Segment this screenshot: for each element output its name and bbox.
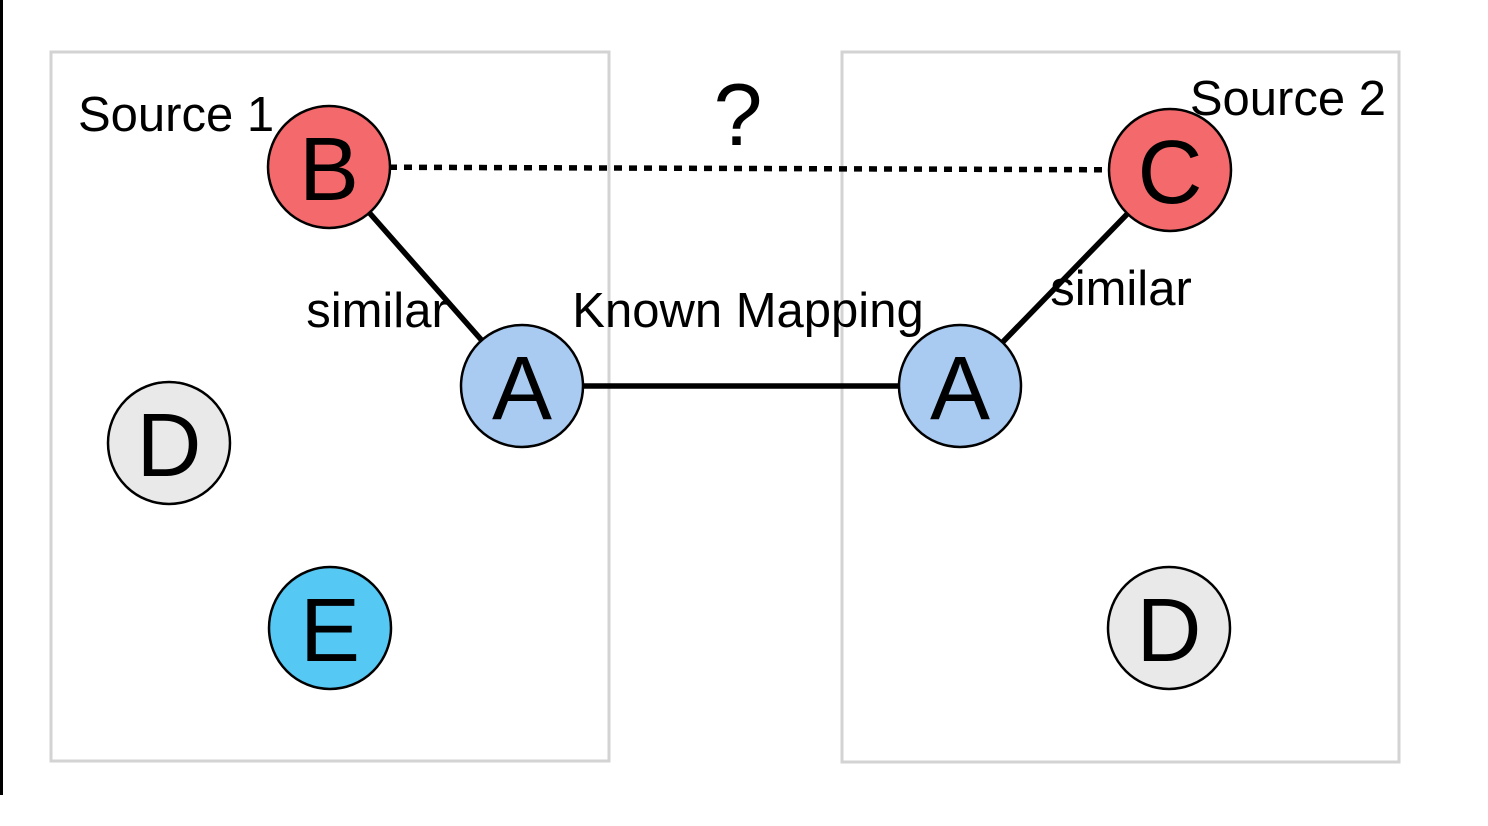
similar-left-label: similar — [306, 284, 448, 338]
node-s1-node-a: A — [459, 323, 585, 449]
node-s1-node-e: E — [267, 565, 393, 691]
node-s2-node-a: A — [897, 323, 1023, 449]
node-circle-s1-node-e — [267, 565, 393, 691]
node-letter-s1-node-e: E — [300, 581, 360, 681]
node-s2-node-d: D — [1106, 565, 1232, 691]
node-letter-s1-node-a: A — [492, 339, 552, 439]
node-letter-s1-node-d: D — [137, 396, 202, 496]
node-letter-s2-node-d: D — [1137, 581, 1202, 681]
node-circle-s1-node-a — [459, 323, 585, 449]
question-mark-label: ? — [714, 65, 763, 164]
node-letter-s1-node-b: B — [299, 120, 359, 220]
edge-b-c-candidate — [328, 164, 1171, 173]
node-circle-s2-node-c — [1107, 107, 1233, 233]
node-circle-s1-node-b — [266, 104, 392, 230]
similar-right-label: similar — [1050, 262, 1192, 316]
panel-title-source-2: Source 2 — [1190, 72, 1386, 126]
node-letter-s2-node-a: A — [930, 339, 990, 439]
node-circle-s2-node-d — [1106, 565, 1232, 691]
node-circle-s1-node-d — [106, 380, 232, 506]
node-circle-s2-node-a — [897, 323, 1023, 449]
node-s1-node-b: B — [266, 104, 392, 230]
node-s1-node-d: D — [106, 380, 232, 506]
left-edge-line — [0, 0, 3, 795]
known-mapping-label: Known Mapping — [572, 284, 923, 338]
node-letter-s2-node-c: C — [1138, 123, 1203, 223]
panel-title-source-1: Source 1 — [78, 88, 274, 142]
node-s2-node-c: C — [1107, 107, 1233, 233]
